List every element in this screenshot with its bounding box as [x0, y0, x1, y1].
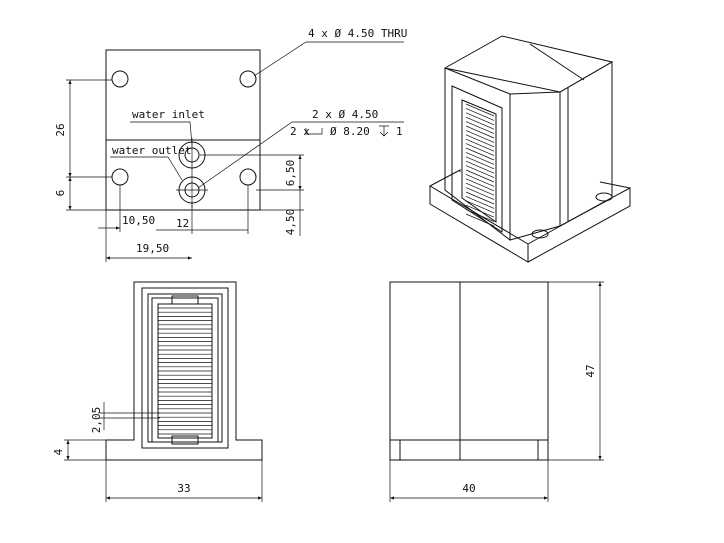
iso-block-right — [559, 61, 613, 227]
iso-fin-line — [465, 130, 495, 143]
iso-fin-line — [465, 182, 495, 196]
side-outline — [389, 281, 549, 461]
front-fins — [158, 307, 212, 435]
iso-fin-line — [465, 147, 495, 161]
leader-outlet — [110, 156, 183, 181]
iso-fin-line — [465, 204, 495, 218]
callout-thru: 4 x Ø 4.50 THRU — [308, 27, 407, 40]
top-view-outline — [105, 49, 261, 211]
callout-cbore-dia: Ø 8.20 — [330, 125, 370, 138]
water-inlet-label: water inlet — [132, 108, 205, 121]
dim-47: 47 — [584, 364, 597, 377]
iso-fin-line — [465, 156, 495, 170]
dim-40: 40 — [462, 482, 475, 495]
iso-fin-line — [465, 138, 495, 152]
iso-fin-line — [465, 112, 495, 126]
iso-base-right — [527, 187, 631, 263]
iso-fin-line — [465, 143, 495, 156]
iso-fin-line — [465, 169, 495, 183]
iso-fin-line — [465, 174, 495, 187]
dim-19-50: 19,50 — [136, 242, 169, 255]
iso-fin-line — [465, 160, 495, 174]
front-clip-bottom — [171, 435, 199, 445]
dim-6-50: 6,50 — [284, 160, 297, 187]
cbore-symbol — [305, 128, 323, 135]
leader-inlet — [130, 121, 193, 146]
front-outline — [105, 281, 263, 461]
iso-block-top-split — [529, 43, 585, 81]
front-view: 2,05 4 33 — [52, 281, 263, 502]
iso-fin-line — [465, 108, 495, 121]
water-outlet-label: water outlet — [112, 144, 191, 157]
iso-fin-line — [465, 165, 495, 178]
iso-window-inner — [461, 99, 497, 223]
depth-symbol — [379, 125, 389, 137]
dim-33: 33 — [177, 482, 190, 495]
isometric-view — [429, 35, 631, 263]
iso-base-top-edge — [599, 181, 631, 189]
mount-hole-br — [239, 168, 257, 186]
front-frame-outer — [141, 287, 229, 449]
iso-fin-line — [465, 213, 495, 227]
dim-26: 26 — [54, 123, 67, 136]
iso-fins — [465, 103, 495, 227]
iso-block-top — [443, 35, 614, 93]
side-view: 47 40 — [389, 281, 604, 502]
iso-block-front-top — [444, 67, 511, 95]
mount-hole-tr — [239, 70, 257, 88]
mount-hole-bl — [111, 168, 129, 186]
dim-4-50: 4,50 — [284, 209, 297, 236]
front-window — [151, 297, 219, 443]
iso-fin-line — [465, 134, 495, 148]
iso-block-front — [444, 68, 511, 242]
dim-6: 6 — [54, 190, 67, 197]
leader-thru — [253, 41, 404, 77]
iso-fin-line — [465, 152, 495, 165]
front-clip-top — [171, 295, 199, 305]
iso-block-side — [509, 91, 561, 241]
dim-4: 4 — [52, 448, 65, 455]
iso-fin-line — [465, 116, 495, 130]
leader-holes — [197, 121, 404, 189]
iso-fin-line — [465, 125, 495, 139]
dim-2-05: 2,05 — [90, 407, 103, 434]
iso-fin-line — [465, 191, 495, 205]
iso-fin-line — [465, 178, 495, 192]
dim-12: 12 — [176, 217, 189, 230]
dim-10-50: 10,50 — [122, 214, 155, 227]
iso-fin-line — [465, 187, 495, 200]
iso-fin-line — [465, 200, 495, 214]
top-view: 4 x Ø 4.50 THRU 2 x Ø 4.50 2 x Ø 8.20 1 … — [54, 27, 407, 262]
callout-holes: 2 x Ø 4.50 — [312, 108, 378, 121]
iso-fin-line — [465, 209, 495, 222]
callout-cbore-depth: 1 — [396, 125, 403, 138]
iso-window-outer — [451, 85, 503, 233]
iso-fin-line — [465, 121, 495, 134]
callout-cbore-prefix: 2 x — [290, 125, 310, 138]
mount-hole-tl — [111, 70, 129, 88]
iso-fin-line — [465, 103, 495, 117]
iso-fin-line — [465, 196, 495, 209]
